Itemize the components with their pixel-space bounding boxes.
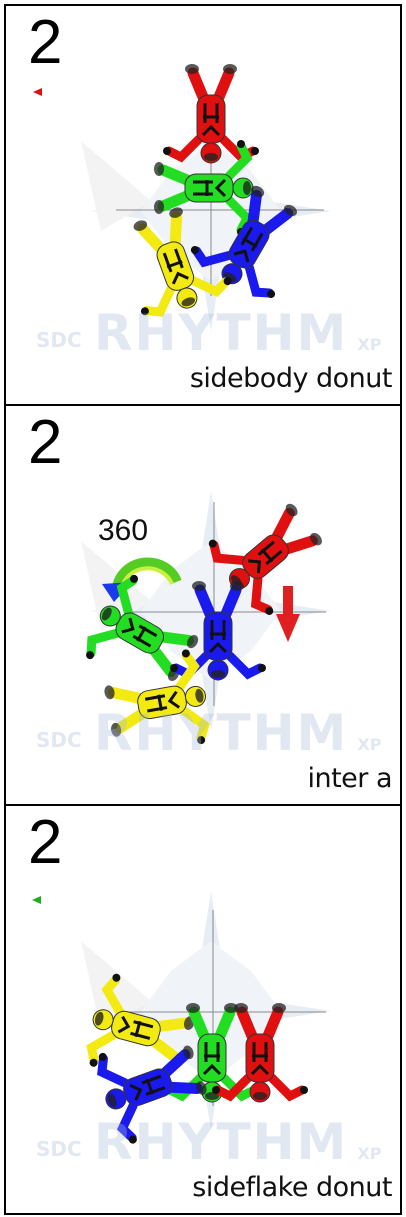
red-heading-marker-icon xyxy=(33,88,42,96)
watermark-prefix: SDC xyxy=(36,1137,82,1161)
watermark-suffix: XP xyxy=(357,335,382,354)
flyer-blue xyxy=(190,185,298,298)
flyer-blue xyxy=(170,581,266,681)
watermark-prefix: SDC xyxy=(36,328,82,352)
panel-2-artwork xyxy=(81,491,331,745)
flyer-yellow xyxy=(86,973,195,1067)
rhythm-watermark: SDC RHYTHM XP xyxy=(36,304,386,362)
flyer-red xyxy=(212,1003,308,1103)
flyer-yellow xyxy=(133,207,232,317)
formation-caption: sidebody donut xyxy=(189,363,393,394)
formation-number: 2 xyxy=(28,808,63,877)
red-down-arrow-icon xyxy=(276,586,300,642)
flyer-blue xyxy=(97,1045,207,1144)
flyer-red xyxy=(208,503,322,615)
flyer-yellow xyxy=(104,649,210,745)
rhythm-watermark: SDC RHYTHM XP xyxy=(36,1113,386,1171)
watermark-brand: RHYTHM xyxy=(94,1113,349,1171)
flyer-green xyxy=(154,140,254,236)
turn-label: 360 xyxy=(98,514,149,547)
formation-number: 2 xyxy=(28,8,63,77)
watermark-brand: RHYTHM xyxy=(94,304,349,362)
flyer-green xyxy=(86,574,199,682)
panel-3-artwork xyxy=(32,891,331,1144)
green-heading-marker-icon xyxy=(32,896,41,904)
formation-number: 2 xyxy=(28,408,63,477)
turn-arrow-icon xyxy=(112,557,182,590)
watermark-prefix: SDC xyxy=(36,728,82,752)
formation-panel-1: SDC RHYTHM XP 2 sidebody donut xyxy=(4,4,402,406)
watermark-suffix: XP xyxy=(357,1144,382,1163)
formation-caption: inter a xyxy=(307,763,392,794)
formation-panel-2: SDC RHYTHM XP 2 360 inter a xyxy=(4,404,402,806)
formation-panel-3: SDC RHYTHM XP 2 sideflake donut xyxy=(4,804,402,1215)
rhythm-watermark: SDC RHYTHM XP xyxy=(36,704,386,762)
watermark-brand: RHYTHM xyxy=(94,704,349,762)
flyer-red xyxy=(163,64,259,164)
panel-1-artwork xyxy=(33,64,331,331)
watermark-suffix: XP xyxy=(357,735,382,754)
formation-caption: sideflake donut xyxy=(192,1172,392,1203)
